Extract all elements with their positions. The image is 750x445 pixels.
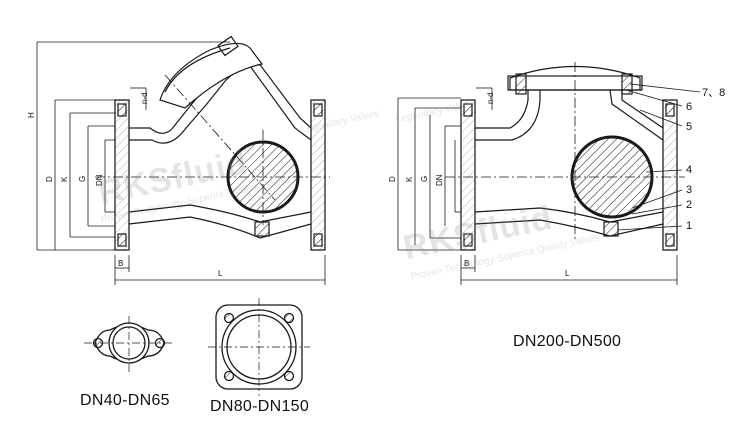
right-label-G: G [420, 176, 429, 182]
right-label-nd: n-d [486, 92, 495, 104]
part-callouts: 7、8 6 5 4 3 2 1 [686, 87, 725, 232]
left-dimension-text: H D K G DN n-d B L [27, 92, 223, 278]
right-drain-plug [603, 221, 619, 237]
callout-6: 6 [686, 101, 692, 113]
left-label-G: G [78, 176, 87, 182]
left-label-H: H [27, 112, 36, 118]
left-inclined-cover [159, 42, 264, 109]
callout-2: 2 [686, 199, 692, 211]
left-label-D: D [45, 176, 54, 182]
right-label-K: K [405, 176, 414, 182]
callout-7-8: 7、8 [702, 87, 725, 99]
callout-1: 1 [686, 220, 692, 232]
left-label-DN: DN [95, 174, 104, 186]
left-label-B: B [118, 259, 123, 268]
right-dimension-text: D K G DN n-d B L [388, 92, 570, 278]
left-label-L: L [218, 269, 223, 278]
left-valve-section [114, 35, 326, 251]
right-label-D: D [388, 176, 397, 182]
left-dimensions [36, 41, 326, 285]
caption-dn40-dn65: DN40-DN65 [80, 392, 170, 409]
callout-4: 4 [686, 164, 692, 176]
right-label-L: L [565, 269, 570, 278]
callout-5: 5 [686, 121, 692, 133]
right-top-cover [509, 65, 641, 91]
left-label-nd: n-d [140, 92, 149, 104]
right-dimensions [397, 83, 701, 285]
right-label-DN: DN [435, 174, 444, 186]
left-label-K: K [60, 176, 69, 182]
caption-dn80-dn150: DN80-DN150 [210, 398, 310, 415]
caption-dn200-dn500: DN200-DN500 [513, 333, 622, 350]
callout-3: 3 [686, 184, 692, 196]
left-drain-plug [254, 221, 270, 237]
right-label-B: B [464, 259, 469, 268]
